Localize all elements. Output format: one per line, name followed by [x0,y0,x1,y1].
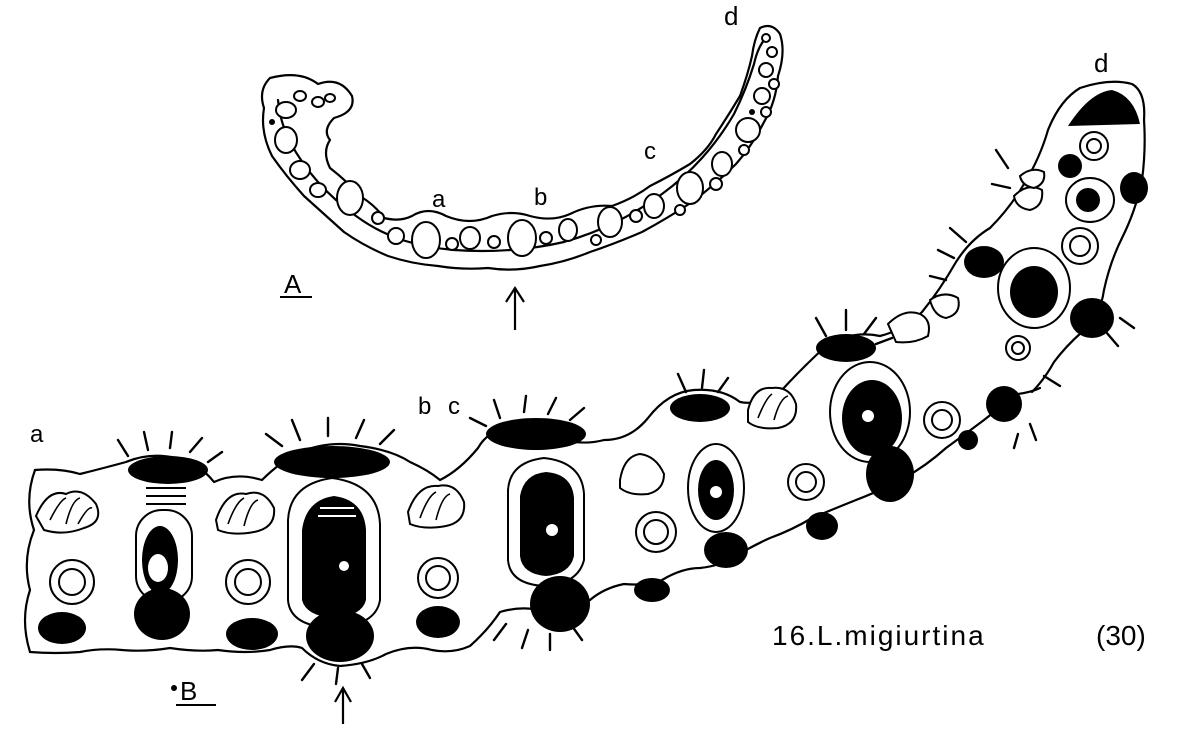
panel-a-marker-c: c [644,138,656,165]
vascular-bundle-1 [128,456,208,640]
vascular-bundle-2 [274,446,390,662]
panel-b-marker-c: c [448,393,460,420]
panel-b-marker-b: b [418,393,431,420]
panel-b-arrow [335,688,351,724]
panel-a-cells [269,34,779,258]
panel-a-diagram [262,26,783,330]
panel-b-label-dot [171,685,177,691]
vascular-bundle-4 [670,394,748,568]
panel-a-arrow [506,288,524,330]
panel-b-marker-a: a [30,421,44,448]
magnification-label: (30) [1096,620,1146,651]
panel-b-left-edge [25,470,35,652]
species-caption: 16.L.migiurtina [772,620,986,651]
panel-a-marker-d: d [724,1,738,31]
panel-b-label: B [180,676,197,706]
vascular-bundle-5 [816,334,914,502]
panel-b-outline-upper [35,82,1145,482]
panel-b-marker-d: d [1094,48,1108,78]
panel-a-label: A [284,269,302,299]
vascular-bundle-3 [486,418,590,632]
panel-a-marker-a: a [432,186,446,213]
panel-a-marker-b: b [534,184,547,211]
epidermal-spines [118,150,1134,684]
